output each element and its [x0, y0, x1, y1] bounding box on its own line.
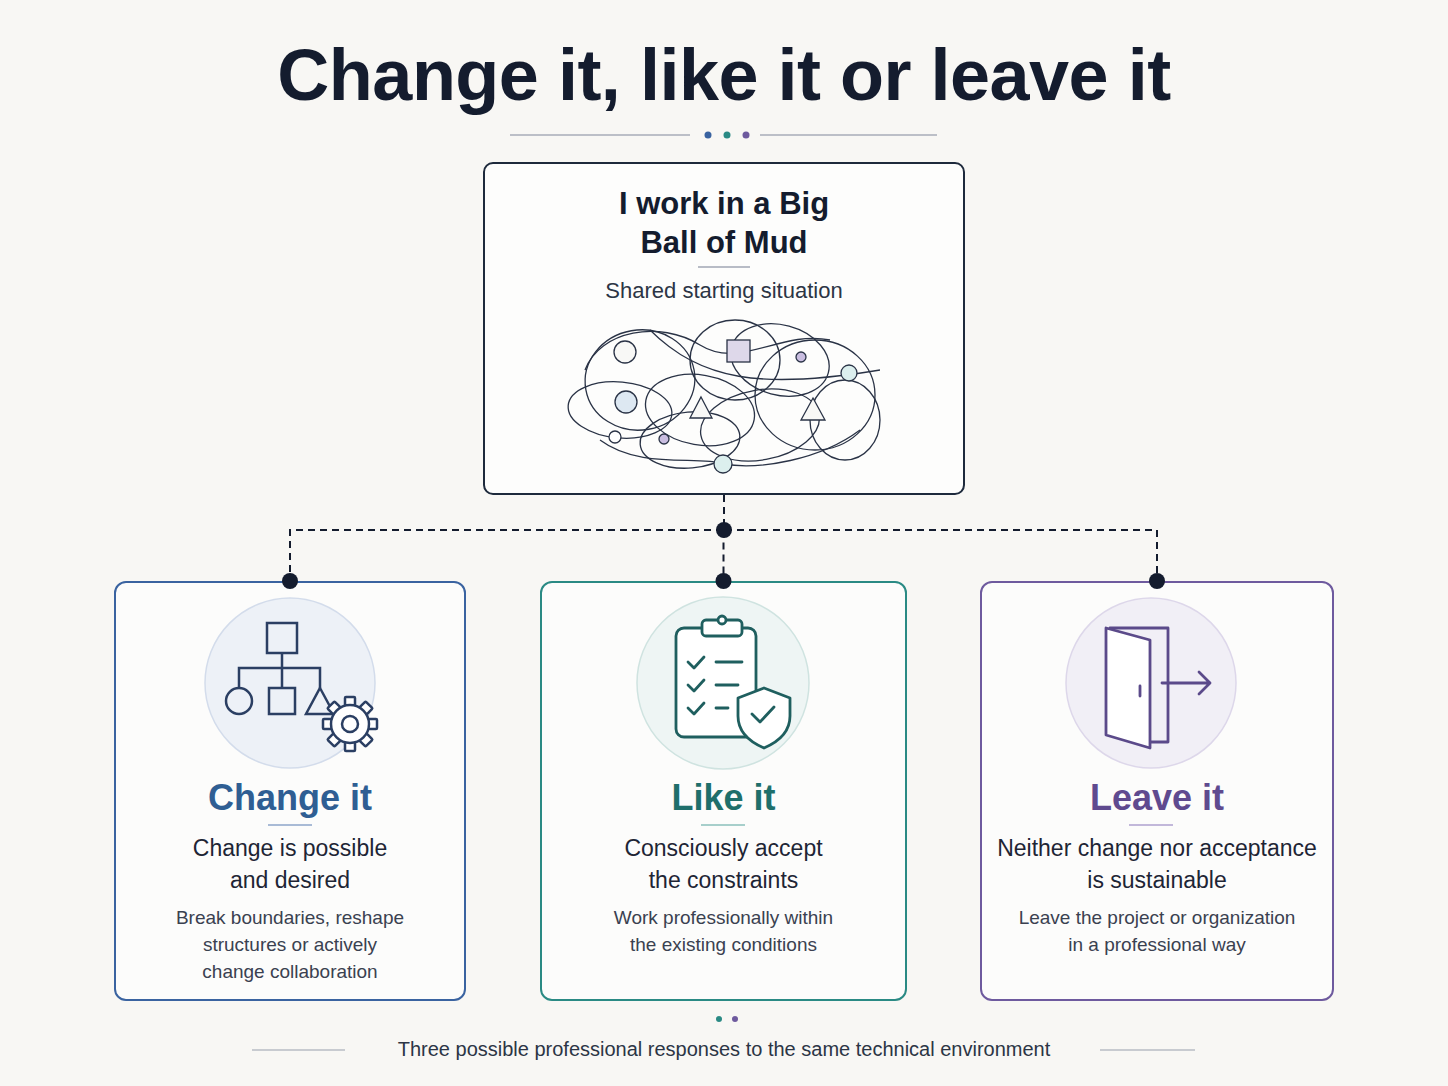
option-heading: Change it — [125, 776, 455, 819]
divider-dot — [743, 132, 750, 139]
option-box: Like it Consciously accept the constraint… — [540, 581, 907, 1001]
option-heading: Like it — [559, 776, 889, 819]
divider-line — [510, 134, 690, 136]
option-box: Change it Change is possible and desiredB… — [114, 581, 466, 1001]
option-description: Leave the project or organization in a p… — [1011, 904, 1303, 958]
dashed-connector — [290, 495, 724, 581]
divider-dot — [724, 132, 731, 139]
dashed-connector — [723, 495, 726, 581]
connector-layer — [282, 495, 1165, 589]
divider-line — [1100, 1049, 1195, 1051]
option-condition: Change is possible and desired — [178, 832, 403, 896]
situation-box: I work in a Big Ball of MudShared starti… — [483, 162, 965, 495]
option-description: Work professionally within the existing … — [606, 904, 841, 958]
divider-line — [760, 134, 937, 136]
option-description: Break boundaries, reshape structures or … — [173, 904, 408, 985]
option-condition: Neither change nor acceptance is sustain… — [992, 832, 1322, 896]
dashed-connector — [724, 495, 1157, 581]
diagram-title: Change it, like it or leave it — [0, 33, 1448, 117]
option-condition: Consciously accept the constraints — [611, 832, 836, 896]
diagram-caption: Three possible professional responses to… — [0, 1036, 1448, 1062]
situation-subtitle: Shared starting situation — [504, 277, 944, 305]
junction-dot — [716, 522, 732, 538]
divider-dot — [732, 1016, 738, 1022]
situation-heading: I work in a Big Ball of Mud — [599, 184, 849, 262]
divider-line — [252, 1049, 345, 1051]
divider-dot — [705, 132, 712, 139]
option-heading: Leave it — [992, 776, 1322, 819]
divider-dot — [716, 1016, 722, 1022]
title-divider — [510, 132, 937, 139]
option-box: Leave it Neither change nor acceptance is… — [980, 581, 1334, 1001]
